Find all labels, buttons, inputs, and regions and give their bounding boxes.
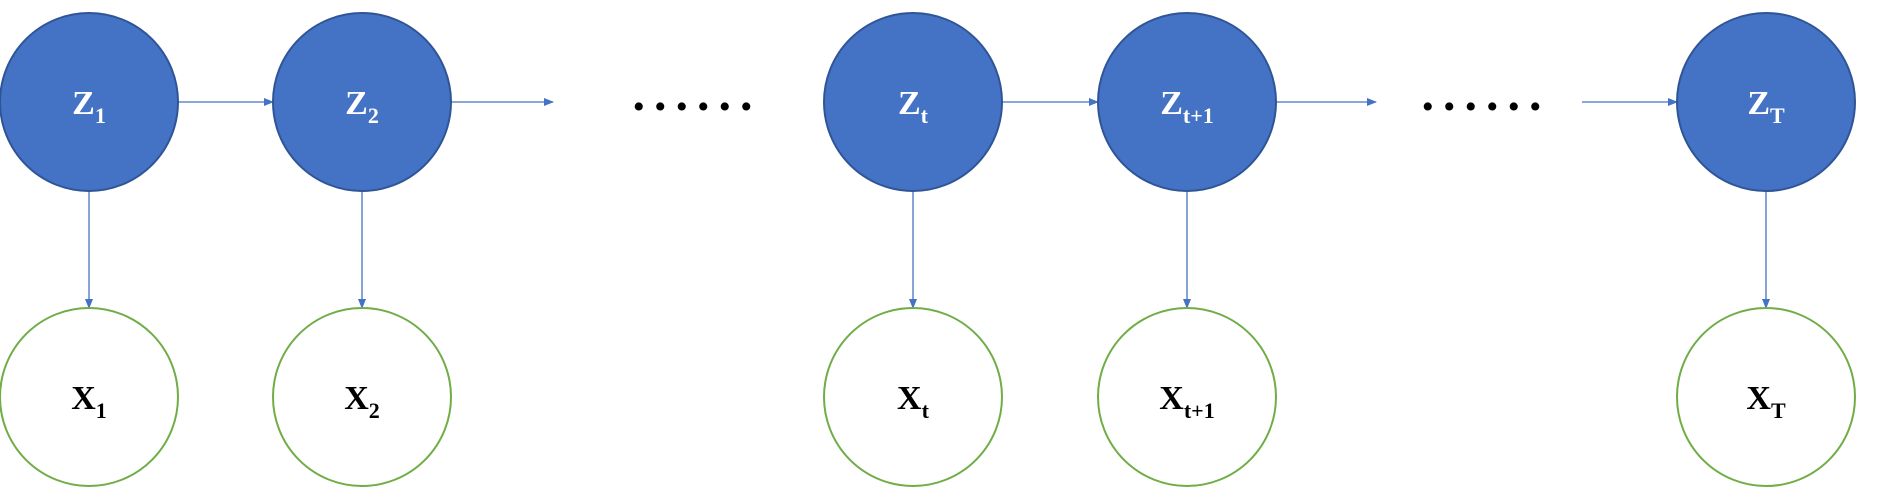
observed-label: X1	[71, 380, 107, 423]
observed-label-base: X	[1159, 380, 1184, 417]
observed-circle	[272, 307, 452, 487]
observed-label-subscript: t+1	[1184, 398, 1215, 423]
observed-label-base: X	[71, 380, 96, 417]
hidden-node: ZT	[1676, 12, 1856, 192]
observed-label-subscript: T	[1771, 398, 1786, 423]
observed-node: XT	[1676, 307, 1856, 487]
hidden-circle	[1676, 12, 1856, 192]
hidden-label-subscript: t+1	[1183, 103, 1214, 128]
hidden-circle	[823, 12, 1003, 192]
observed-label-base: X	[1746, 380, 1771, 417]
observed-label-subscript: 1	[96, 398, 107, 423]
observed-label-subscript: t	[922, 398, 930, 423]
hidden-label: Z1	[72, 85, 106, 128]
hidden-circle	[1097, 12, 1277, 192]
observed-node: Xt	[823, 307, 1003, 487]
observed-node: Xt+1	[1097, 307, 1277, 487]
observed-label-subscript: 2	[369, 398, 380, 423]
hidden-label-subscript: 1	[95, 103, 106, 128]
hidden-label-base: Z	[1160, 85, 1183, 122]
observed-circle	[823, 307, 1003, 487]
observed-node: X1	[0, 307, 179, 487]
hidden-label: ZT	[1747, 85, 1785, 128]
hidden-label-subscript: 2	[368, 103, 379, 128]
hidden-label-subscript: t	[921, 103, 929, 128]
observed-circle	[0, 307, 179, 487]
hidden-node: Zt+1	[1097, 12, 1277, 192]
observed-circle	[1097, 307, 1277, 487]
hidden-label: Z2	[345, 85, 379, 128]
hidden-circle	[0, 12, 179, 192]
observed-node: X2	[272, 307, 452, 487]
ellipsis-dots: ......	[633, 65, 762, 121]
hidden-label: Zt+1	[1160, 85, 1214, 128]
hidden-label-base: Z	[898, 85, 921, 122]
observed-label: Xt+1	[1159, 380, 1214, 423]
ellipsis-dots: ......	[1422, 65, 1551, 121]
hidden-label-subscript: T	[1770, 103, 1785, 128]
hidden-node: Zt	[823, 12, 1003, 192]
hidden-label-base: Z	[1747, 85, 1770, 122]
observed-label: Xt	[897, 380, 930, 423]
hidden-node: Z1	[0, 12, 179, 192]
hidden-node: Z2	[272, 12, 452, 192]
observed-label: XT	[1746, 380, 1786, 423]
observed-label-base: X	[897, 380, 922, 417]
observed-label-base: X	[344, 380, 369, 417]
hidden-label-base: Z	[72, 85, 95, 122]
edges	[85, 98, 1770, 309]
hidden-label: Zt	[898, 85, 929, 128]
observed-circle	[1676, 307, 1856, 487]
hidden-circle	[272, 12, 452, 192]
observed-label: X2	[344, 380, 380, 423]
hidden-label-base: Z	[345, 85, 368, 122]
ellipses: ............	[633, 65, 1551, 121]
